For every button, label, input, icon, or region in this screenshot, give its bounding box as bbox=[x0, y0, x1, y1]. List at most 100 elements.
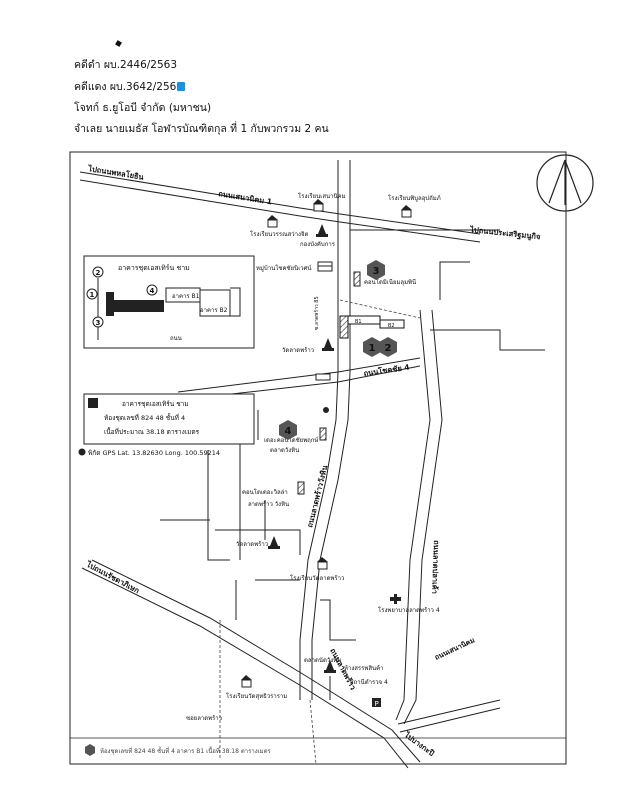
case-red-label: คดีแดง ผบ.3642/256 bbox=[74, 81, 177, 93]
svg-text:B2: B2 bbox=[388, 323, 395, 329]
legend-line-2: ห้องชุดเลขที่ 824 48 ชั้นที่ 4 bbox=[104, 413, 185, 422]
svg-text:โรงเรียนวัดลาดพร้าว: โรงเรียนวัดลาดพร้าว bbox=[290, 574, 344, 582]
minor-lanes bbox=[219, 299, 421, 765]
poi-market-2: ตลาดนัดวังหิน bbox=[304, 657, 341, 673]
svg-text:หมู่บ้านโชคชัยนิเวศน์: หมู่บ้านโชคชัยนิเวศน์ bbox=[256, 264, 312, 272]
svg-text:ลาดพร้าว วังหิน: ลาดพร้าว วังหิน bbox=[248, 501, 289, 508]
map-marker-4: 4 bbox=[279, 420, 297, 440]
parking-icon: P bbox=[372, 698, 381, 708]
school-icon bbox=[267, 215, 278, 228]
building-icon bbox=[297, 481, 305, 495]
inset-subject-building bbox=[106, 292, 114, 316]
poi-shop-a: ห้างสรรพสินค้า bbox=[344, 665, 383, 672]
svg-text:3: 3 bbox=[96, 319, 101, 327]
inset-b2: อาคาร B2 bbox=[200, 307, 228, 314]
road-network bbox=[79, 160, 545, 769]
temple-icon bbox=[268, 536, 280, 549]
plaintiff-label: โจทก์ ธ.ยูโอบี จำกัด (มหาชน) bbox=[74, 102, 212, 114]
temple-icon bbox=[316, 224, 328, 237]
road-label-to-phahonyothin: ไปถนนพหลโยธิน bbox=[87, 163, 146, 182]
svg-text:2: 2 bbox=[96, 269, 101, 277]
poi-condo-villa: คอนโดเดอะวิลล่า ลาดพร้าว วังหิน bbox=[242, 481, 305, 508]
svg-text:คอนโดมิเนียมลุมพินี: คอนโดมิเนียมลุมพินี bbox=[364, 278, 416, 286]
village-icon bbox=[317, 261, 333, 272]
poi-school-top-right: โรงเรียนพิบูลอุปถัมภ์ bbox=[388, 194, 441, 218]
svg-text:กองบังคับการ: กองบังคับการ bbox=[300, 241, 336, 248]
poi-hospital: โรงพยาบาลลาดพร้าว 4 bbox=[378, 594, 440, 614]
map-frame bbox=[69, 151, 567, 765]
legend-box: อาคารชุดเอสเทิร์น ชาม ห้องชุดเลขที่ 824 … bbox=[83, 393, 255, 445]
subject-building: B1 B2 bbox=[339, 315, 405, 339]
inset-marker-4: 4 bbox=[146, 284, 158, 296]
school-icon bbox=[317, 557, 328, 570]
lane-label-85: ซ.ลาดพร้าว 85 bbox=[313, 296, 320, 330]
svg-text:2: 2 bbox=[385, 343, 392, 354]
legend-line-3: เนื้อที่ประมาณ 38.18 ตารางเมตร bbox=[104, 427, 200, 436]
inset-title: อาคารชุดเอสเทิร์น ชาม bbox=[118, 264, 190, 272]
legend-swatch bbox=[88, 398, 98, 408]
building-icon bbox=[319, 427, 327, 441]
gps-coordinates: พิกัด GPS Lat. 13.82630 Long. 100.59214 bbox=[88, 449, 220, 457]
road-label-right: ถนนลาดปลาเค้า bbox=[430, 540, 441, 594]
building-icon bbox=[353, 271, 361, 287]
poi-condo-lumpini: คอนโดมิเนียมลุมพินี bbox=[353, 271, 416, 287]
gps-icon bbox=[78, 448, 86, 456]
poi-police: กองบังคับการ bbox=[300, 224, 336, 248]
footer-marker-icon bbox=[85, 744, 95, 756]
defendant-label: จำเลย นายเมธัส โอฬารบัณฑิตกุล ที่ 1 กับพ… bbox=[74, 123, 329, 135]
poi-village: หมู่บ้านโชคชัยนิเวศน์ bbox=[256, 261, 333, 272]
svg-text:โรงเรียนเสนานิคม: โรงเรียนเสนานิคม bbox=[298, 192, 346, 200]
map-marker-1: 1 bbox=[363, 337, 381, 357]
poi-parking: P bbox=[372, 698, 381, 708]
poi-temple-2: วัดลาดพร้าว bbox=[236, 536, 280, 549]
poi-soi: ซอยลาดพร้าว bbox=[186, 715, 222, 722]
map-marker-3: 3 bbox=[367, 260, 385, 280]
map-marker-2: 2 bbox=[379, 337, 397, 357]
svg-text:3: 3 bbox=[373, 266, 380, 277]
case-black-label: คดีดำ ผบ.2446/2563 bbox=[74, 59, 178, 71]
road-sign bbox=[315, 373, 331, 381]
inset-road-label: ถนน bbox=[170, 335, 182, 342]
svg-text:ตลาดนัดวังหิน: ตลาดนัดวังหิน bbox=[304, 657, 341, 664]
svg-text:P: P bbox=[375, 700, 379, 708]
inset-plan: อาคารชุดเอสเทิร์น ชาม อาคาร B1 อาคาร B2 … bbox=[83, 255, 255, 349]
inset-marker-3: 3 bbox=[92, 316, 104, 328]
svg-text:คอนโดเดอะวิลล่า: คอนโดเดอะวิลล่า bbox=[242, 488, 288, 496]
svg-text:วัดลาดพร้าว: วัดลาดพร้าว bbox=[282, 347, 314, 354]
svg-text:ตลาดวังหิน: ตลาดวังหิน bbox=[270, 447, 299, 454]
poi-condo-chaiyaphruek: เดอะคอนโดชัยพฤกษ์ ตลาดวังหิน bbox=[264, 427, 327, 454]
case-red-line: คดีแดง ผบ.3642/256 bbox=[74, 80, 186, 94]
legend-line-1: อาคารชุดเอสเทิร์น ชาม bbox=[122, 400, 189, 408]
road-label-to-prasert: ไปถนนประเสริฐมนูกิจ bbox=[469, 224, 541, 242]
svg-text:B1: B1 bbox=[355, 319, 362, 325]
poi-school-bottom: โรงเรียนวัดสุทธิวราราม bbox=[226, 675, 287, 700]
inset-b1: อาคาร B1 bbox=[172, 293, 200, 300]
inset-marker-2: 2 bbox=[92, 266, 104, 278]
hospital-icon bbox=[390, 594, 401, 604]
poi-school-top: โรงเรียนเสนานิคม bbox=[298, 192, 346, 212]
traffic-light-icon bbox=[323, 407, 329, 413]
road-label-to-bang-kapi: ไปบางกะปิ bbox=[402, 729, 437, 758]
school-icon bbox=[401, 205, 412, 218]
svg-text:1: 1 bbox=[369, 343, 376, 354]
north-arrow-icon bbox=[536, 154, 594, 212]
svg-text:โรงพยาบาลลาดพร้าว 4: โรงพยาบาลลาดพร้าว 4 bbox=[378, 606, 440, 614]
footer-note: ห้องชุดเลขที่ 824 48 ชั้นที่ 4 อาคาร B1 … bbox=[100, 745, 272, 755]
svg-text:โรงเรียนวัดสุทธิวราราม: โรงเรียนวัดสุทธิวราราม bbox=[226, 692, 287, 700]
school-icon bbox=[313, 199, 324, 212]
temple-icon bbox=[322, 338, 334, 351]
poi-school-left: โรงเรียนวรรณสว่างจิต bbox=[250, 215, 308, 238]
road-label-to-rattanathibet: ไปถนนรัชดาภิเษก bbox=[84, 558, 142, 595]
poi-shop-b: สถานีตำรวจ 4 bbox=[350, 678, 388, 686]
svg-text:วัดลาดพร้าว: วัดลาดพร้าว bbox=[236, 541, 268, 548]
road-label-sena-right: ถนนเสนานิคม bbox=[433, 636, 476, 662]
svg-text:เดอะคอนโดชัยพฤกษ์: เดอะคอนโดชัยพฤกษ์ bbox=[264, 436, 319, 444]
school-icon bbox=[241, 675, 252, 688]
highlight-marker-icon bbox=[177, 82, 186, 91]
poi-school-2: โรงเรียนวัดลาดพร้าว bbox=[290, 557, 344, 582]
svg-text:4: 4 bbox=[150, 287, 155, 295]
inset-marker-1: 1 bbox=[86, 288, 98, 300]
svg-text:4: 4 bbox=[285, 426, 292, 437]
svg-text:โรงเรียนวรรณสว่างจิต: โรงเรียนวรรณสว่างจิต bbox=[250, 230, 308, 238]
